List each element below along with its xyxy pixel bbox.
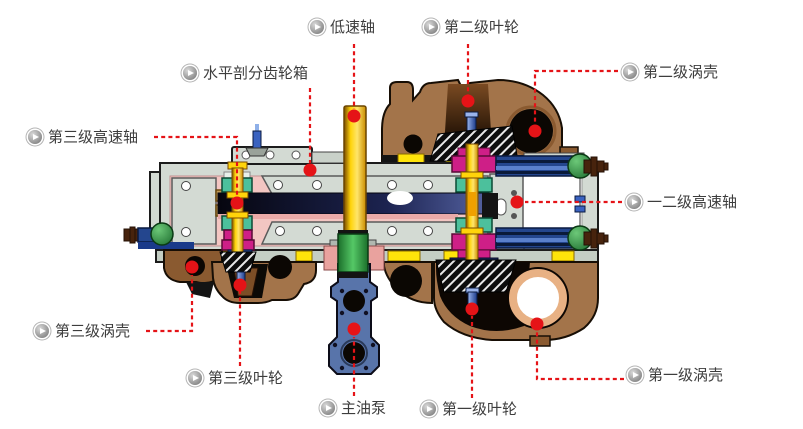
label-main-oil-pump[interactable]: 主油泵 <box>321 399 386 417</box>
label-text: 一二级高速轴 <box>647 193 738 211</box>
leader-stage3-volute <box>146 275 194 333</box>
label-text: 第三级高速轴 <box>48 128 139 146</box>
label-text: 低速轴 <box>330 18 376 36</box>
left-shaft-end <box>123 222 194 249</box>
bull-gear-shaft-band <box>217 192 527 215</box>
play-circle-icon <box>627 195 641 209</box>
play-circle-icon <box>623 65 637 79</box>
play-circle-icon <box>628 368 642 382</box>
play-circle-icon <box>424 20 438 34</box>
play-circle-icon <box>422 402 436 416</box>
label-text: 水平剖分齿轮箱 <box>203 64 309 82</box>
stage3-impeller-shape <box>219 251 257 273</box>
label-text: 第一级叶轮 <box>442 400 518 418</box>
label-text: 第三级涡壳 <box>55 322 131 340</box>
label-stage1-impeller[interactable]: 第一级叶轮 <box>422 400 517 418</box>
bull-gear <box>337 233 369 273</box>
breather-bolt <box>252 130 262 149</box>
right-shaft-ends <box>495 153 609 251</box>
play-circle-icon <box>188 371 202 385</box>
label-text: 第二级叶轮 <box>444 18 520 36</box>
label-text: 主油泵 <box>341 399 387 417</box>
label-stage2-volute[interactable]: 第二级涡壳 <box>623 63 718 81</box>
play-circle-icon <box>321 401 335 415</box>
anchor-dots <box>185 94 544 336</box>
leader-stage3-high-speed-shaft <box>154 135 239 196</box>
play-circle-icon <box>35 324 49 338</box>
label-stage3-impeller[interactable]: 第三级叶轮 <box>188 369 283 387</box>
play-circle-icon <box>310 20 324 34</box>
stage3-high-speed-shaft-assembly <box>219 161 257 287</box>
label-text: 第一级涡壳 <box>648 366 724 384</box>
label-stage3-high-speed-shaft[interactable]: 第三级高速轴 <box>28 128 138 146</box>
stage1-impeller-shape <box>435 259 517 293</box>
leader-lines <box>146 44 624 398</box>
label-text: 第三级叶轮 <box>208 369 284 387</box>
play-circle-icon <box>28 130 42 144</box>
label-stage12-high-speed-shaft[interactable]: 一二级高速轴 <box>627 193 737 211</box>
label-stage3-volute[interactable]: 第三级涡壳 <box>35 322 130 340</box>
leader-stage2-volute <box>533 69 618 125</box>
label-low-speed-shaft[interactable]: 低速轴 <box>310 18 375 36</box>
leader-stage1-volute <box>535 331 624 381</box>
label-stage2-impeller[interactable]: 第二级叶轮 <box>424 18 519 36</box>
label-horizontal-split-gearbox[interactable]: 水平剖分齿轮箱 <box>183 64 308 82</box>
play-circle-icon <box>183 66 197 80</box>
stage12-high-speed-shaft-assembly <box>435 143 517 311</box>
oil-pump-shape <box>323 239 385 375</box>
low-speed-shaft-assembly <box>337 105 369 278</box>
label-stage1-volute[interactable]: 第一级涡壳 <box>628 366 723 384</box>
label-text: 第二级涡壳 <box>643 63 719 81</box>
